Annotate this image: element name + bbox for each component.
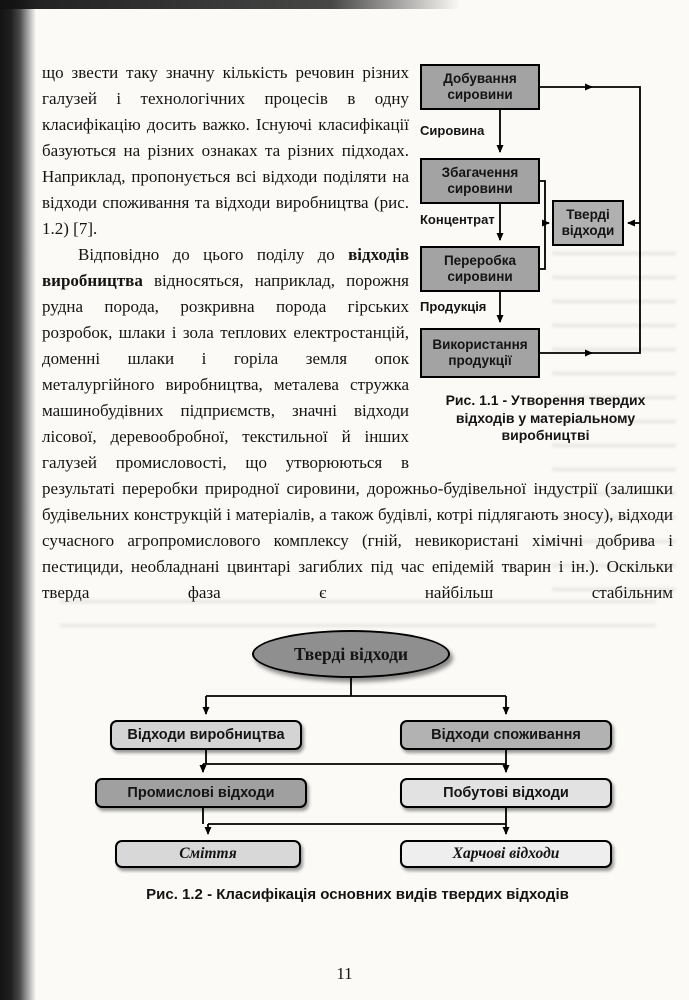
flow-label-products: Продукція <box>420 299 487 314</box>
bold-term-production-waste: відходів виробництва <box>42 245 409 290</box>
node-production-waste: Відходи виробництва <box>110 720 302 750</box>
node-garbage: Сміття <box>115 840 301 868</box>
book-binding-shadow <box>0 0 36 1000</box>
paragraph-2-rest: відносяться, наприклад, порожня рудна по… <box>42 271 673 602</box>
scan-top-edge-shadow <box>0 0 460 9</box>
node-household-waste: Побутові відходи <box>400 778 612 808</box>
paragraph-2-start: Відповідно до цього поділу до <box>78 245 349 264</box>
figure-1-1: Добування сировини Сировина Збагачення с… <box>418 60 673 462</box>
stage-box-enrichment: Збагачення сировини <box>420 158 540 204</box>
flow-label-raw-material: Сировина <box>420 123 485 138</box>
figure-1-2-caption: Рис. 1.2 - Класифікація основних видів т… <box>146 886 569 903</box>
bleedthrough-artifact <box>552 252 676 612</box>
figure-1-2: Тверді відходи Відходи виробництва Відхо… <box>42 628 673 914</box>
tree-connector-lines <box>199 678 510 835</box>
node-consumption-waste: Відходи споживання <box>400 720 612 750</box>
solid-waste-box: Тверді відходи <box>552 200 624 246</box>
root-node-solid-waste: Тверді відходи <box>252 630 450 678</box>
page-number: 11 <box>336 964 353 983</box>
stage-box-usage: Використання продукції <box>420 328 540 378</box>
stage-box-extraction: Добування сировини <box>420 64 540 110</box>
figure-1-1-caption: Рис. 1.1 - Утворення твердих відходів у … <box>445 392 646 443</box>
node-industrial-waste: Промислові відходи <box>95 778 307 808</box>
paragraph-2: Відповідно до цього поділу до відходів в… <box>42 242 673 606</box>
paragraph-1: що звести таку значну кількість речовин … <box>42 63 409 238</box>
flow-label-concentrate: Концентрат <box>420 212 495 227</box>
page-content: Добування сировини Сировина Збагачення с… <box>42 60 673 914</box>
flow-arrows <box>496 83 641 357</box>
node-food-waste: Харчові відходи <box>400 840 612 868</box>
stage-box-processing: Переробка сировини <box>420 246 540 292</box>
